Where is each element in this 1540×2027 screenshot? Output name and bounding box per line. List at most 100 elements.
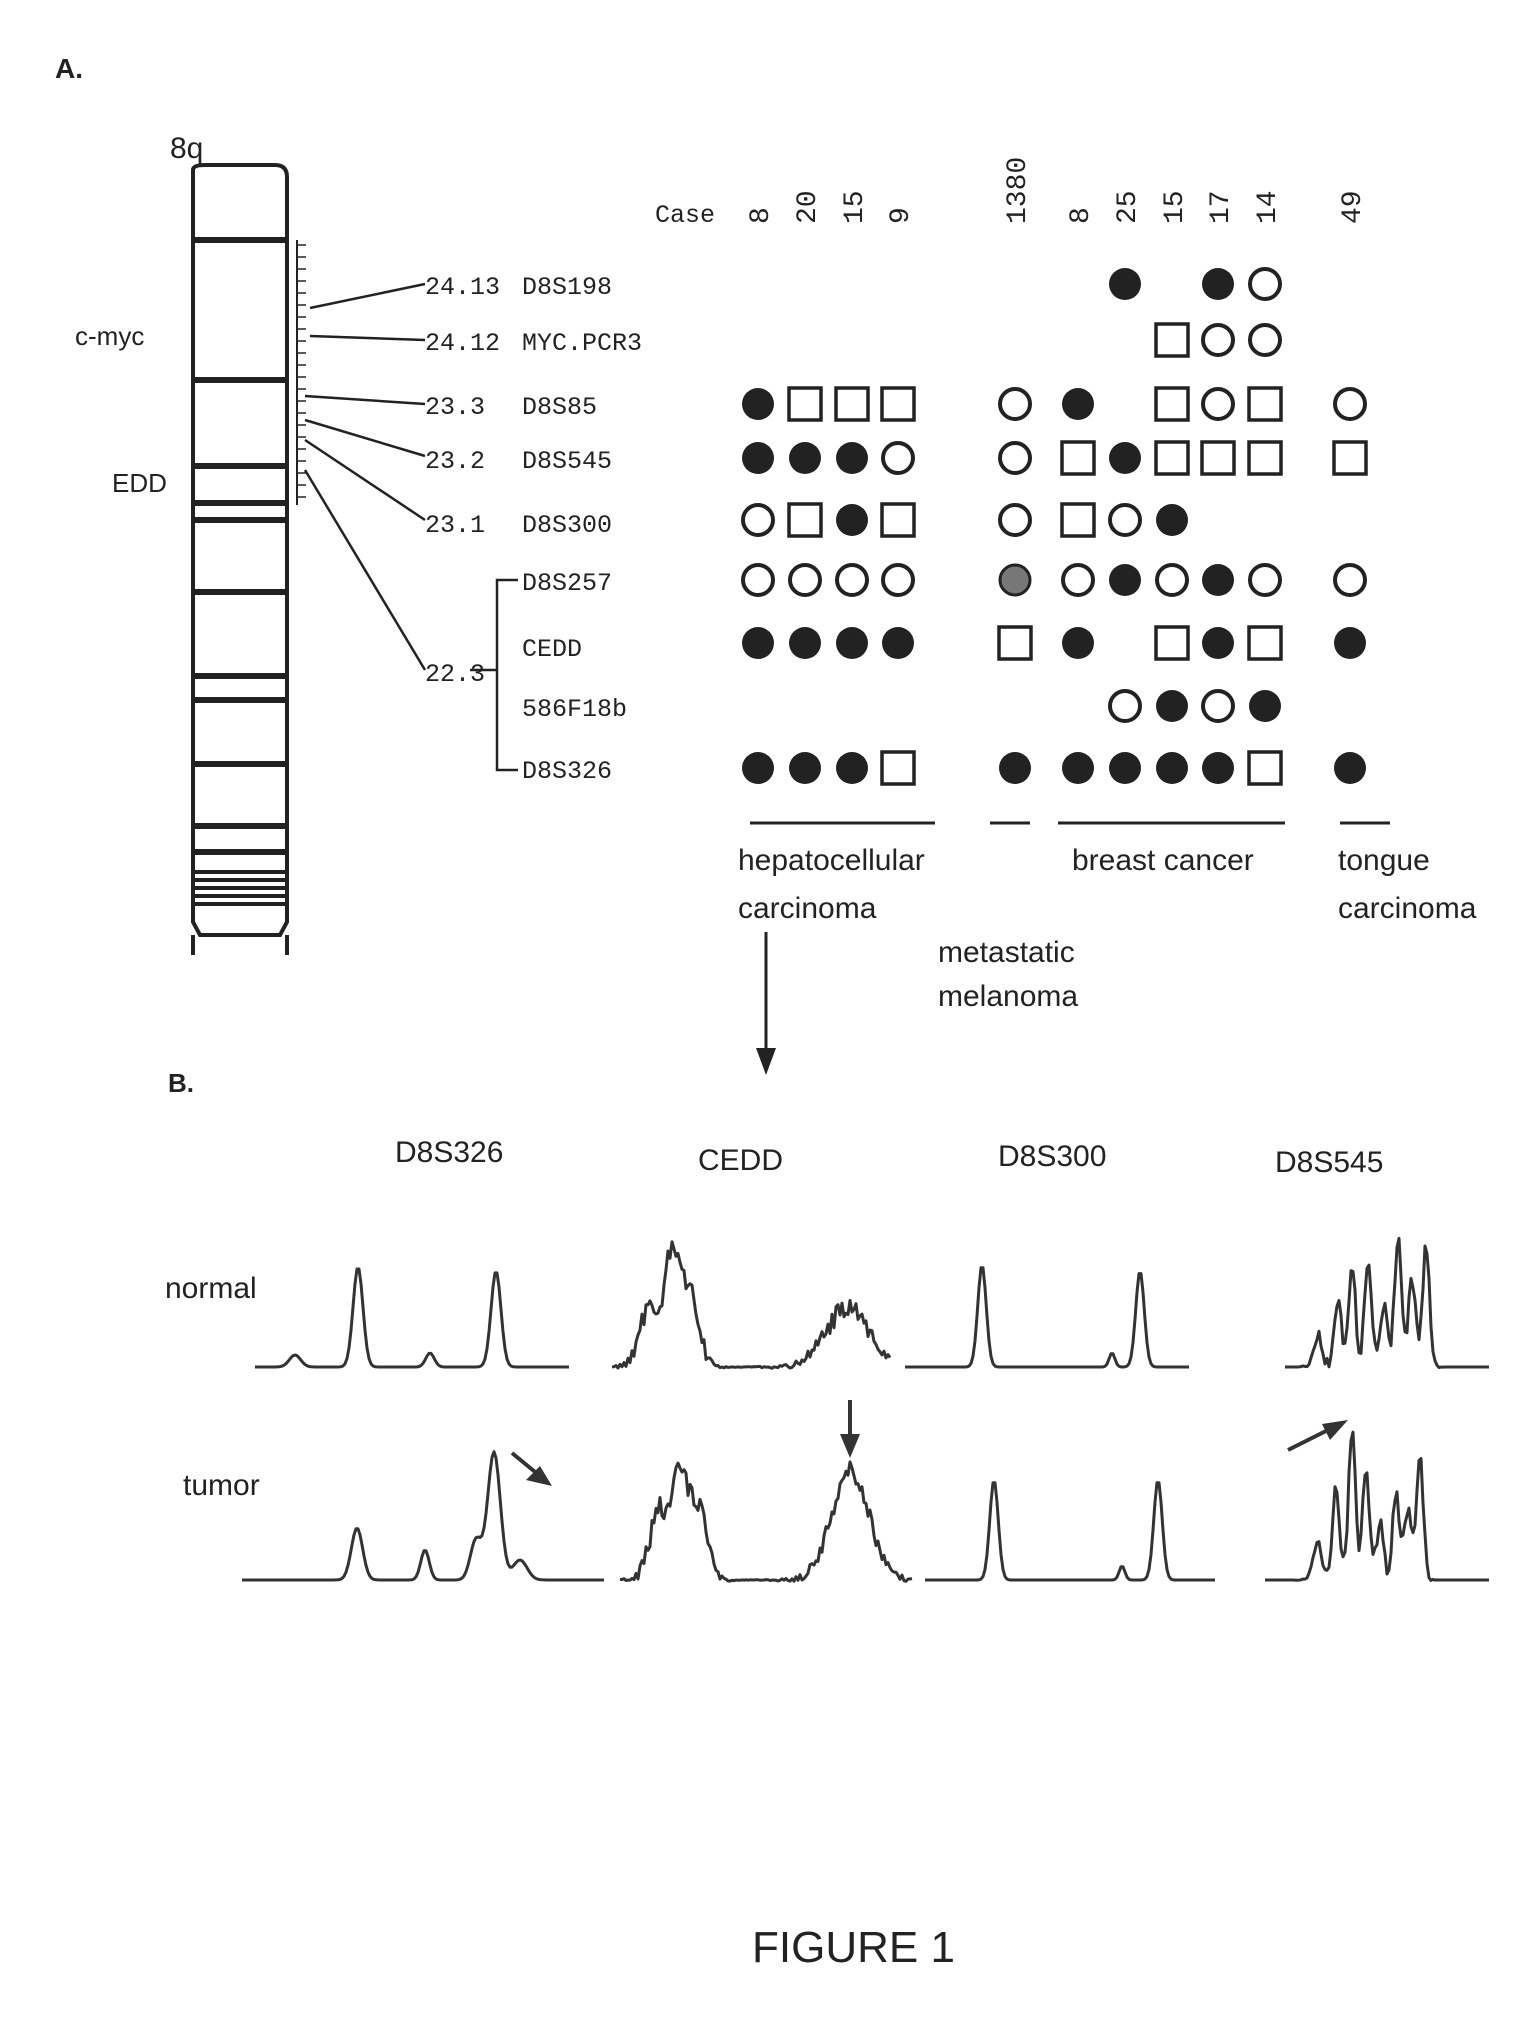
band-label: 24.12 xyxy=(425,329,500,358)
loh-filled-circle xyxy=(1156,752,1188,784)
loh-filled-circle xyxy=(836,442,868,474)
uninformative-square xyxy=(1156,324,1188,356)
chromosome-scale-ticks xyxy=(297,245,306,497)
marker-label: 586F18b xyxy=(522,695,627,724)
retained-open-circle xyxy=(1000,389,1030,419)
loh-filled-circle xyxy=(836,504,868,536)
group-label-melanoma-line2: melanoma xyxy=(938,980,1078,1013)
group-label-breast: breast cancer xyxy=(1072,844,1254,877)
group-labels: hepatocellular carcinoma metastatic mela… xyxy=(738,844,1477,1013)
loh-filled-circle xyxy=(742,442,774,474)
marker-label: CEDD xyxy=(522,635,582,664)
retained-open-circle xyxy=(1157,565,1187,595)
chromosome-bands xyxy=(193,240,287,904)
retained-open-circle xyxy=(1110,505,1140,535)
case-number: 20 xyxy=(793,190,824,224)
trace-normal-d8s545 xyxy=(1285,1238,1489,1367)
band-labels: 24.13 24.12 23.3 23.2 23.1 22.3 xyxy=(425,273,500,689)
group-label-tongue-line1: tongue xyxy=(1338,844,1430,877)
loh-filled-circle xyxy=(789,442,821,474)
panel-b-label: B. xyxy=(168,1068,194,1098)
loh-filled-circle xyxy=(1156,504,1188,536)
retained-open-circle xyxy=(743,505,773,535)
loh-filled-circle xyxy=(1109,752,1141,784)
row-label-tumor: tumor xyxy=(183,1469,260,1502)
uninformative-square xyxy=(882,388,914,420)
retained-open-circle xyxy=(1335,389,1365,419)
uninformative-square xyxy=(1249,442,1281,474)
uninformative-square xyxy=(1062,442,1094,474)
trace-marker-label: CEDD xyxy=(698,1144,783,1177)
retained-open-circle xyxy=(837,565,867,595)
trace-normal-d8s326 xyxy=(255,1269,569,1367)
trace-tumor-d8s300 xyxy=(925,1483,1215,1580)
uninformative-square xyxy=(1156,442,1188,474)
arrow-icon xyxy=(840,1400,860,1458)
uninformative-square xyxy=(882,752,914,784)
uninformative-square xyxy=(1062,504,1094,536)
loh-matrix xyxy=(742,268,1366,784)
retained-open-circle xyxy=(883,565,913,595)
case-number: 1380 xyxy=(1003,157,1034,224)
case-number: 9 xyxy=(886,207,917,224)
marker-label: D8S545 xyxy=(522,447,612,476)
loh-filled-circle xyxy=(836,627,868,659)
case-number: 17 xyxy=(1206,190,1237,224)
allele-arrow-icons xyxy=(512,1400,1348,1486)
figure-title: FIGURE 1 xyxy=(752,1923,955,1972)
loh-filled-circle xyxy=(1334,752,1366,784)
loh-filled-circle xyxy=(1202,564,1234,596)
uninformative-square xyxy=(1249,627,1281,659)
loh-filled-circle xyxy=(789,752,821,784)
uninformative-square xyxy=(1156,627,1188,659)
uninformative-square xyxy=(1249,752,1281,784)
marker-label: D8S326 xyxy=(522,757,612,786)
trace-marker-label: D8S545 xyxy=(1275,1146,1383,1179)
marker-label: D8S300 xyxy=(522,511,612,540)
loh-filled-circle xyxy=(1202,268,1234,300)
retained-open-circle xyxy=(1203,691,1233,721)
band-label: 22.3 xyxy=(425,660,485,689)
retained-open-circle xyxy=(1250,565,1280,595)
loh-filled-circle xyxy=(742,752,774,784)
uninformative-square xyxy=(999,627,1031,659)
chromosome-ideogram: 8q c-myc EDD xyxy=(75,132,306,955)
trace-marker-label: D8S326 xyxy=(395,1136,503,1169)
retained-open-circle xyxy=(883,443,913,473)
group-label-melanoma-line1: metastatic xyxy=(938,936,1075,969)
marker-label: MYC.PCR3 xyxy=(522,329,642,358)
case-header-label: Case xyxy=(655,201,715,230)
trace-tumor-d8s545 xyxy=(1265,1432,1489,1580)
electropherogram-traces xyxy=(242,1238,1489,1581)
marker-label: D8S257 xyxy=(522,569,612,598)
uninformative-square xyxy=(789,388,821,420)
loh-filled-circle xyxy=(1062,752,1094,784)
marker-labels: D8S198 MYC.PCR3 D8S85 D8S545 D8S300 D8S2… xyxy=(522,273,642,786)
retained-open-circle xyxy=(1250,269,1280,299)
group-label-hcc-line1: hepatocellular xyxy=(738,844,925,877)
retained-open-circle xyxy=(1063,565,1093,595)
loh-filled-circle xyxy=(1062,388,1094,420)
retained-open-circle xyxy=(1000,505,1030,535)
loh-filled-circle xyxy=(1156,690,1188,722)
panel-a-label: A. xyxy=(55,53,83,84)
gene-label-cmyc: c-myc xyxy=(75,321,144,351)
arrow-icon xyxy=(512,1453,552,1486)
case-number: 25 xyxy=(1113,190,1144,224)
uninformative-square xyxy=(882,504,914,536)
loh-filled-circle xyxy=(1109,442,1141,474)
retained-open-circle xyxy=(1203,325,1233,355)
retained-open-circle xyxy=(1335,565,1365,595)
case-number: 15 xyxy=(840,190,871,224)
marker-label: D8S198 xyxy=(522,273,612,302)
chromosome-label: 8q xyxy=(170,132,203,165)
loh-filled-circle xyxy=(882,627,914,659)
chromosome-outline xyxy=(193,165,287,935)
retained-open-circle xyxy=(743,565,773,595)
gene-label-edd: EDD xyxy=(112,468,167,498)
retained-open-circle xyxy=(1000,443,1030,473)
loh-filled-circle xyxy=(999,752,1031,784)
case-number: 49 xyxy=(1338,190,1369,224)
retained-open-circle xyxy=(1110,691,1140,721)
